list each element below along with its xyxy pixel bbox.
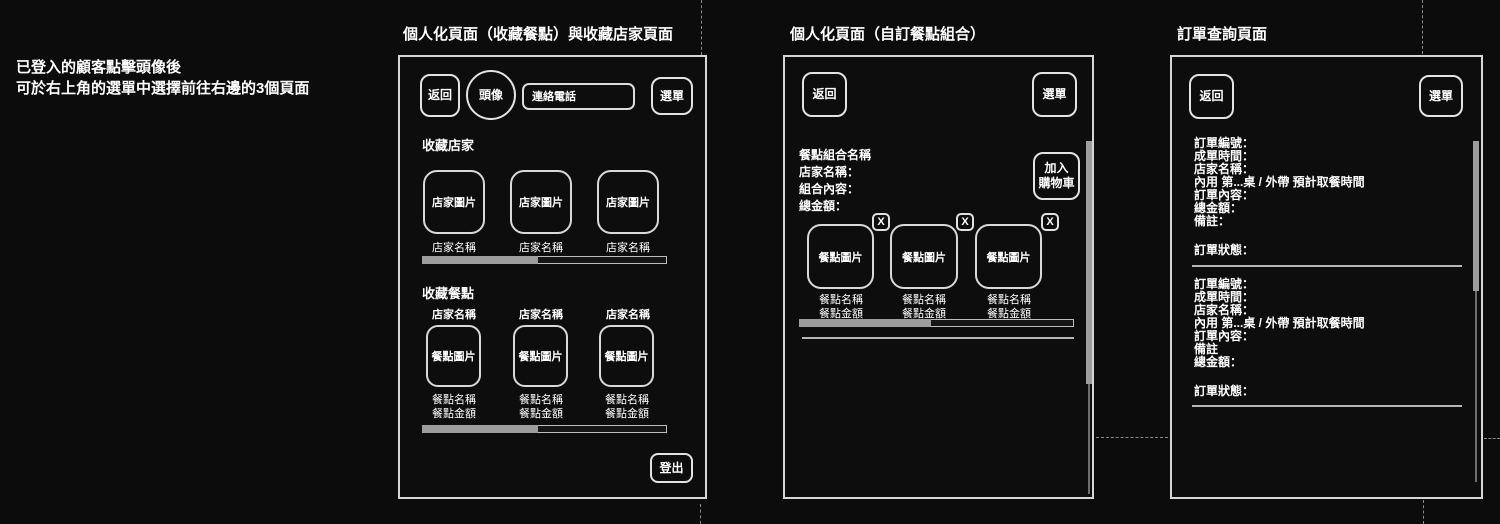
order-divider [1192,405,1462,407]
logout-button[interactable]: 登出 [650,453,693,483]
meal-image-card[interactable]: 餐點圖片 [513,325,568,387]
combo-page-title: 個人化頁面（自訂餐點組合） [790,26,986,43]
meal-name-label: 餐點名稱 [519,394,563,406]
store-name-label: 店家名稱 [606,242,650,254]
add-to-cart-line-2: 購物車 [1038,176,1075,190]
meal-store-label: 店家名稱 [606,309,650,321]
order-content-label: 訂單內容： [1194,188,1255,202]
order-time-label: 成單時間： [1194,149,1255,163]
meal-image-card[interactable]: 餐點圖片 [599,325,654,387]
back-button[interactable]: 返回 [420,74,460,117]
meals-scrollbar[interactable] [422,425,667,433]
order-content-label: 訂單內容： [1194,329,1255,343]
guide-line [1423,500,1424,524]
annotation-line-2: 可於右上角的選單中選擇前往右邊的3個頁面 [16,80,310,97]
stores-scrollbar-thumb[interactable] [422,256,538,264]
order-time-label: 成單時間： [1194,290,1255,304]
meal-name-label: 餐點名稱 [432,394,476,406]
order-remark-label: 備註 [1194,342,1219,356]
meal-store-label: 店家名稱 [519,309,563,321]
menu-button[interactable]: 選單 [1419,75,1463,117]
order-number-label: 訂單編號： [1194,136,1255,150]
meal-price-label: 餐點金額 [605,408,649,420]
page-scrollbar-track[interactable] [1088,384,1090,494]
guide-line [700,504,701,524]
meal-image-card[interactable]: 餐點圖片 [426,325,481,387]
order-type-label: 內用 第...桌 / 外帶 預計取餐時間 [1194,316,1365,330]
combo-page-frame: 返回 選單 餐點組合名稱 店家名稱： 組合內容： 總金額： 加入 購物車 X X… [783,55,1094,499]
store-image-card[interactable]: 店家圖片 [510,170,572,234]
order-store-label: 店家名稱： [1194,162,1255,176]
store-name-label: 店家名稱 [519,242,563,254]
page-scrollbar-thumb[interactable] [1086,141,1092,384]
orders-page-frame: 返回 選單 訂單編號： 成單時間： 店家名稱： 內用 第...桌 / 外帶 預計… [1170,55,1483,499]
order-total-label: 總金額： [1194,201,1243,215]
favorites-page-frame: 返回 頭像 選單 收藏店家 店家圖片 店家圖片 店家圖片 店家名稱 店家名稱 店… [398,55,707,499]
combo-items-scrollbar-thumb[interactable] [799,319,931,327]
combo-meal-name-label: 餐點名稱 [987,294,1031,306]
store-image-card[interactable]: 店家圖片 [597,170,659,234]
remove-item-button[interactable]: X [872,213,890,231]
combo-meal-name-label: 餐點名稱 [819,294,863,306]
order-record: 訂單編號： 成單時間： 店家名稱： 內用 第...桌 / 外帶 預計取餐時間 訂… [1194,278,1365,369]
combo-meal-image-card[interactable]: 餐點圖片 [890,224,958,289]
annotation-line-1: 已登入的顧客點擊頭像後 [16,59,182,76]
section-divider [802,337,1074,339]
back-button[interactable]: 返回 [1189,74,1234,119]
meal-store-label: 店家名稱 [432,309,476,321]
remove-item-button[interactable]: X [956,213,974,231]
meal-price-label: 餐點金額 [519,408,563,420]
order-divider [1192,265,1462,267]
add-to-cart-button[interactable]: 加入 購物車 [1033,152,1080,200]
combo-meal-name-label: 餐點名稱 [902,294,946,306]
combo-name-label: 餐點組合名稱 [799,148,872,162]
order-store-label: 店家名稱： [1194,303,1255,317]
page-scrollbar-thumb[interactable] [1473,141,1479,291]
meals-scrollbar-thumb[interactable] [422,425,538,433]
combo-total-label: 總金額： [799,199,848,213]
order-total-label: 總金額： [1194,355,1243,369]
order-type-label: 內用 第...桌 / 外帶 預計取餐時間 [1194,175,1365,189]
guide-line [1096,437,1168,438]
meals-section-heading: 收藏餐點 [422,286,475,301]
stores-scrollbar[interactable] [422,256,667,264]
meal-price-label: 餐點金額 [432,408,476,420]
store-name-label: 店家名稱 [432,242,476,254]
combo-content-label: 組合內容： [799,182,860,196]
remove-item-button[interactable]: X [1041,213,1059,231]
meal-name-label: 餐點名稱 [605,394,649,406]
order-status-label: 訂單狀態： [1194,243,1255,257]
combo-meal-image-card[interactable]: 餐點圖片 [975,224,1042,289]
combo-store-label: 店家名稱： [799,165,860,179]
combo-info-block: 餐點組合名稱 店家名稱： 組合內容： 總金額： [799,147,871,215]
combo-meal-price-label: 餐點金額 [987,308,1031,320]
menu-button[interactable]: 選單 [651,77,693,115]
orders-page-title: 訂單查詢頁面 [1177,26,1268,43]
combo-items-scrollbar[interactable] [799,319,1074,327]
order-remark-label: 備註： [1194,214,1231,228]
page-scrollbar-track[interactable] [1475,291,1477,482]
phone-input[interactable] [522,83,635,110]
favorites-page-title: 個人化頁面（收藏餐點）與收藏店家頁面 [403,26,674,43]
store-image-card[interactable]: 店家圖片 [423,170,485,234]
order-status-label: 訂單狀態： [1194,384,1255,398]
combo-meal-price-label: 餐點金額 [902,308,946,320]
order-number-label: 訂單編號： [1194,277,1255,291]
add-to-cart-line-1: 加入 [1044,161,1069,175]
menu-button[interactable]: 選單 [1032,72,1077,117]
combo-meal-image-card[interactable]: 餐點圖片 [807,224,874,289]
avatar[interactable]: 頭像 [466,70,516,120]
stores-section-heading: 收藏店家 [422,138,475,153]
annotation-note: 已登入的顧客點擊頭像後 可於右上角的選單中選擇前往右邊的3個頁面 [16,57,309,99]
guide-line [701,0,702,55]
combo-meal-price-label: 餐點金額 [819,308,863,320]
guide-line [1484,438,1500,439]
order-record: 訂單編號： 成單時間： 店家名稱： 內用 第...桌 / 外帶 預計取餐時間 訂… [1194,137,1365,228]
back-button[interactable]: 返回 [802,72,847,117]
